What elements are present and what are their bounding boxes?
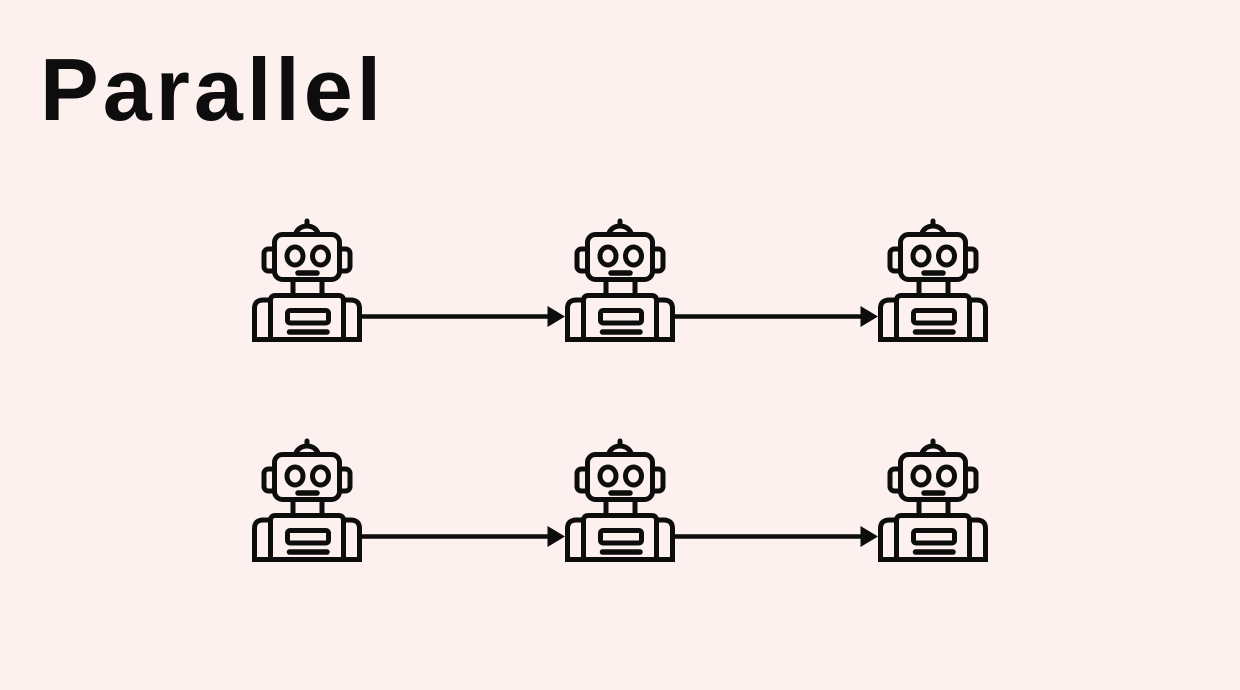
page-title: Parallel (40, 40, 386, 139)
arrow-right-icon (362, 526, 565, 547)
robot-icon (878, 438, 988, 562)
robot-icon (565, 438, 675, 562)
robot-icon (252, 438, 362, 562)
robot-icon (878, 218, 988, 342)
arrow-right-icon (675, 306, 878, 327)
pipeline-row-2 (252, 436, 988, 562)
robot-icon (565, 218, 675, 342)
pipeline-row-1 (252, 216, 988, 342)
arrow-right-icon (362, 306, 565, 327)
arrow-right-icon (675, 526, 878, 547)
robot-icon (252, 218, 362, 342)
